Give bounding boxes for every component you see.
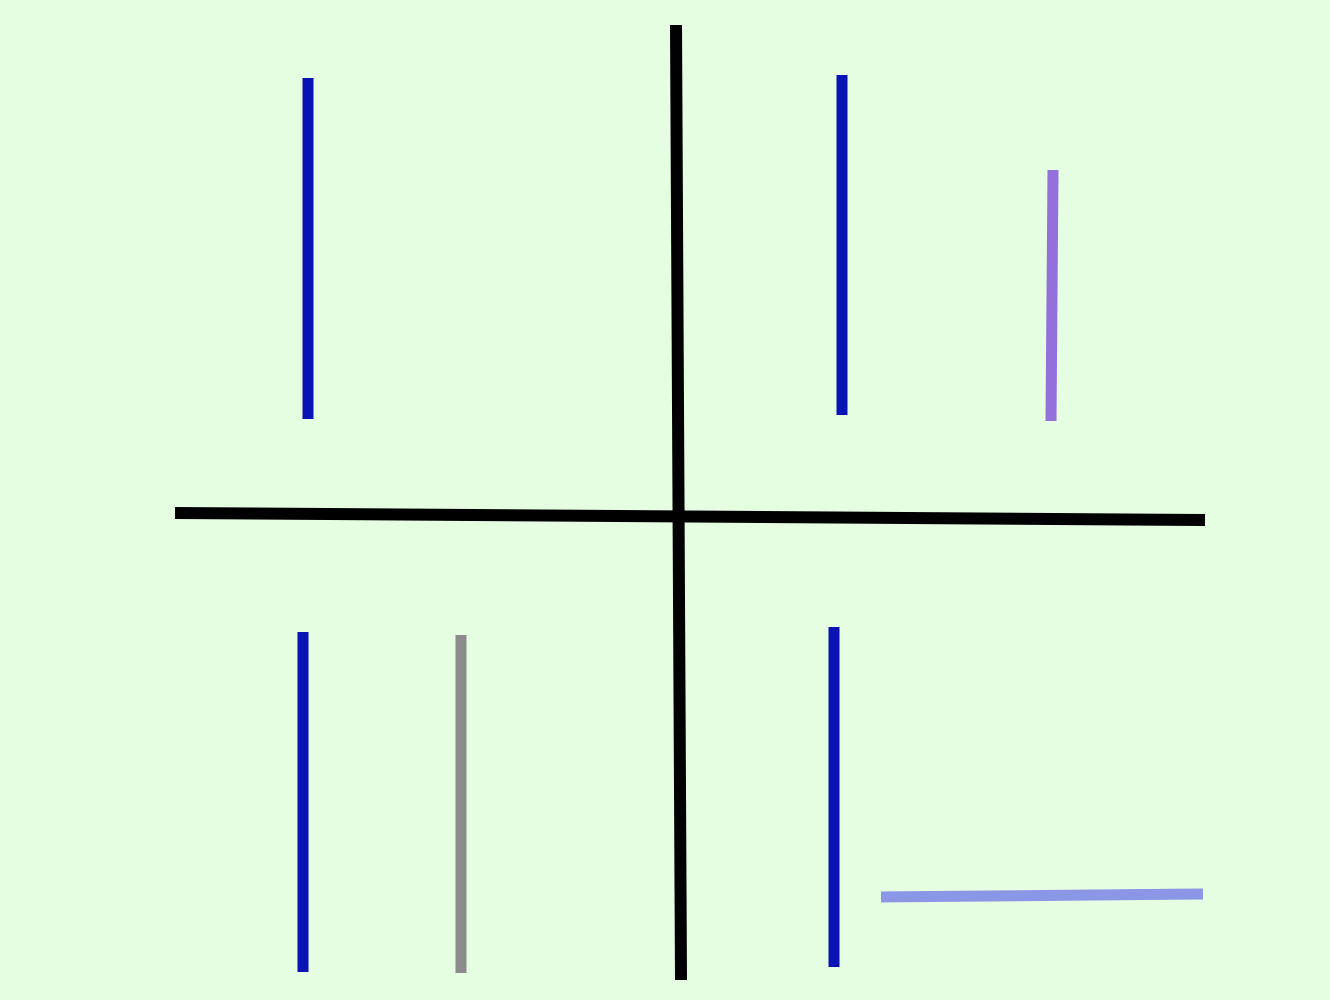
axes-layer <box>174 24 1206 981</box>
vertical-axis-line <box>670 24 687 981</box>
upper-right-purple-segment <box>1045 169 1059 422</box>
segments-layer <box>297 75 1204 973</box>
horizontal-axis-line <box>174 507 1206 526</box>
lower-right-lightblue-segment <box>880 888 1204 903</box>
